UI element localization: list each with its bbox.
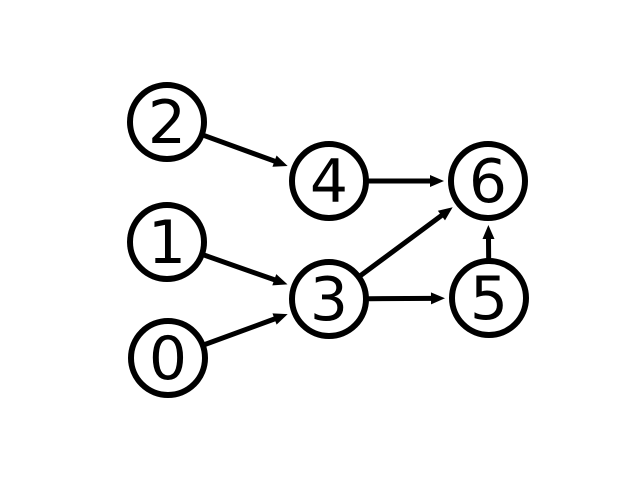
node-label-5: 5 bbox=[470, 264, 508, 334]
node-label-6: 6 bbox=[469, 147, 507, 217]
node-circle-6 bbox=[448, 141, 528, 221]
node-circle-1 bbox=[127, 202, 207, 282]
graph-node-3: 3 bbox=[289, 259, 369, 339]
edge-4-6 bbox=[366, 175, 444, 187]
edge-3-6 bbox=[358, 207, 453, 278]
edge-1-3 bbox=[202, 252, 288, 286]
node-circle-4 bbox=[289, 141, 369, 221]
edge-2-4 bbox=[202, 133, 288, 167]
node-circle-3 bbox=[289, 259, 369, 339]
arrowhead-icon bbox=[430, 292, 446, 305]
arrowhead-icon bbox=[482, 224, 495, 240]
node-label-2: 2 bbox=[148, 88, 186, 158]
graph-node-0: 0 bbox=[128, 318, 208, 398]
edge-0-3 bbox=[203, 313, 288, 347]
graph-node-6: 6 bbox=[448, 141, 528, 221]
graph-node-2: 2 bbox=[127, 82, 207, 162]
edge-line-1-3 bbox=[202, 252, 279, 283]
node-label-4: 4 bbox=[310, 147, 348, 217]
arrowhead-icon bbox=[430, 175, 444, 187]
arrowhead-icon bbox=[437, 207, 453, 221]
graph-node-5: 5 bbox=[449, 258, 529, 338]
node-label-1: 1 bbox=[148, 208, 186, 278]
edge-line-2-4 bbox=[202, 133, 279, 165]
node-label-0: 0 bbox=[149, 324, 187, 394]
edge-line-0-3 bbox=[203, 315, 279, 347]
graph-node-1: 1 bbox=[127, 202, 207, 282]
edge-5-6 bbox=[482, 224, 495, 261]
edge-3-5 bbox=[366, 292, 446, 305]
arrowhead-icon bbox=[272, 274, 288, 286]
node-circle-5 bbox=[449, 258, 529, 338]
node-circle-0 bbox=[128, 318, 208, 398]
arrowhead-icon bbox=[272, 313, 288, 325]
arrowhead-icon bbox=[272, 155, 288, 167]
graph-node-4: 4 bbox=[289, 141, 369, 221]
edge-line-3-6 bbox=[358, 211, 446, 278]
node-circle-2 bbox=[127, 82, 207, 162]
node-label-3: 3 bbox=[310, 265, 348, 335]
